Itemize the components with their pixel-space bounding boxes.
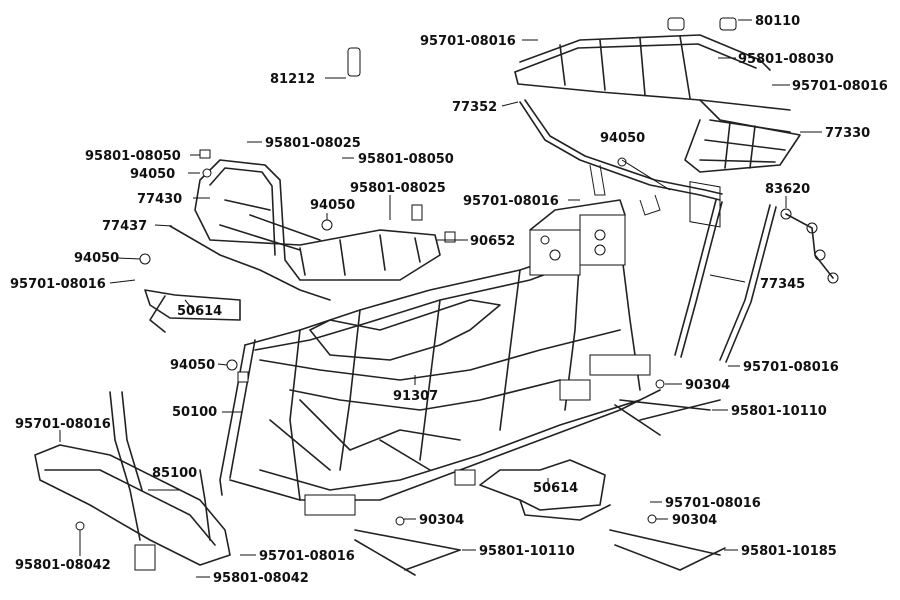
label-94050-c: 94050: [74, 251, 119, 266]
front-rack-77430: [194, 159, 441, 281]
label-77437: 77437: [102, 219, 147, 234]
label-95701-08016-bottom: 95701-08016: [259, 549, 355, 564]
label-80110: 80110: [755, 14, 800, 29]
label-81212: 81212: [270, 72, 315, 87]
label-94050-b: 94050: [310, 198, 355, 213]
callout-labels: 80110 95801-08030 95701-08016 95701-0801…: [10, 14, 888, 586]
label-50100: 50100: [172, 405, 217, 420]
label-77330: 77330: [825, 126, 870, 141]
label-77345: 77345: [760, 277, 805, 292]
brace-50614-top: [144, 289, 241, 333]
label-95801-08050-a: 95801-08050: [85, 149, 181, 164]
bolts: [354, 399, 726, 576]
strut-77345: [674, 199, 777, 363]
label-77430: 77430: [137, 192, 182, 207]
label-95701-08016-right2: 95701-08016: [743, 360, 839, 375]
label-77352: 77352: [452, 100, 497, 115]
label-95801-08042-b: 95801-08042: [213, 571, 309, 586]
leader-lines: [59, 19, 822, 578]
label-90652: 90652: [470, 234, 515, 249]
label-95701-08016-top: 95701-08016: [420, 34, 516, 49]
label-95801-08042-a: 95801-08042: [15, 558, 111, 573]
label-94050-a: 94050: [130, 167, 175, 182]
rear-bar-77352: [519, 99, 723, 216]
brace-50614-bottom: [479, 459, 611, 521]
label-95701-08016-bottom-left: 95701-08016: [15, 417, 111, 432]
label-95701-08016-top-right: 95701-08016: [792, 79, 888, 94]
label-95701-08016-bottom-right: 95701-08016: [665, 496, 761, 511]
label-91307: 91307: [393, 389, 438, 404]
label-95801-10110-b: 95801-10110: [479, 544, 575, 559]
label-50614-top: 50614: [177, 304, 222, 319]
label-94050-rear: 94050: [600, 131, 645, 146]
label-95801-10110-a: 95801-10110: [731, 404, 827, 419]
label-95701-08016-left: 95701-08016: [10, 277, 106, 292]
label-95801-10185: 95801-10185: [741, 544, 837, 559]
label-90304-c: 90304: [672, 513, 717, 528]
label-95801-08050-b: 95801-08050: [358, 152, 454, 167]
label-94050-d: 94050: [170, 358, 215, 373]
label-95701-08016-mid: 95701-08016: [463, 194, 559, 209]
label-95801-08025-a: 95801-08025: [265, 136, 361, 151]
hardware: [75, 47, 665, 531]
strap-77437: [169, 225, 331, 301]
label-90304-a: 90304: [685, 378, 730, 393]
label-50614-bottom: 50614: [533, 481, 578, 496]
label-83620: 83620: [765, 182, 810, 197]
label-90304-b: 90304: [419, 513, 464, 528]
front-bumper-85100: [34, 391, 231, 571]
label-95801-08025-b: 95801-08025: [350, 181, 446, 196]
label-85100: 85100: [152, 466, 197, 481]
label-95801-08030: 95801-08030: [738, 52, 834, 67]
main-frame-50100: [219, 199, 661, 516]
shock-link-83620: [780, 208, 839, 284]
